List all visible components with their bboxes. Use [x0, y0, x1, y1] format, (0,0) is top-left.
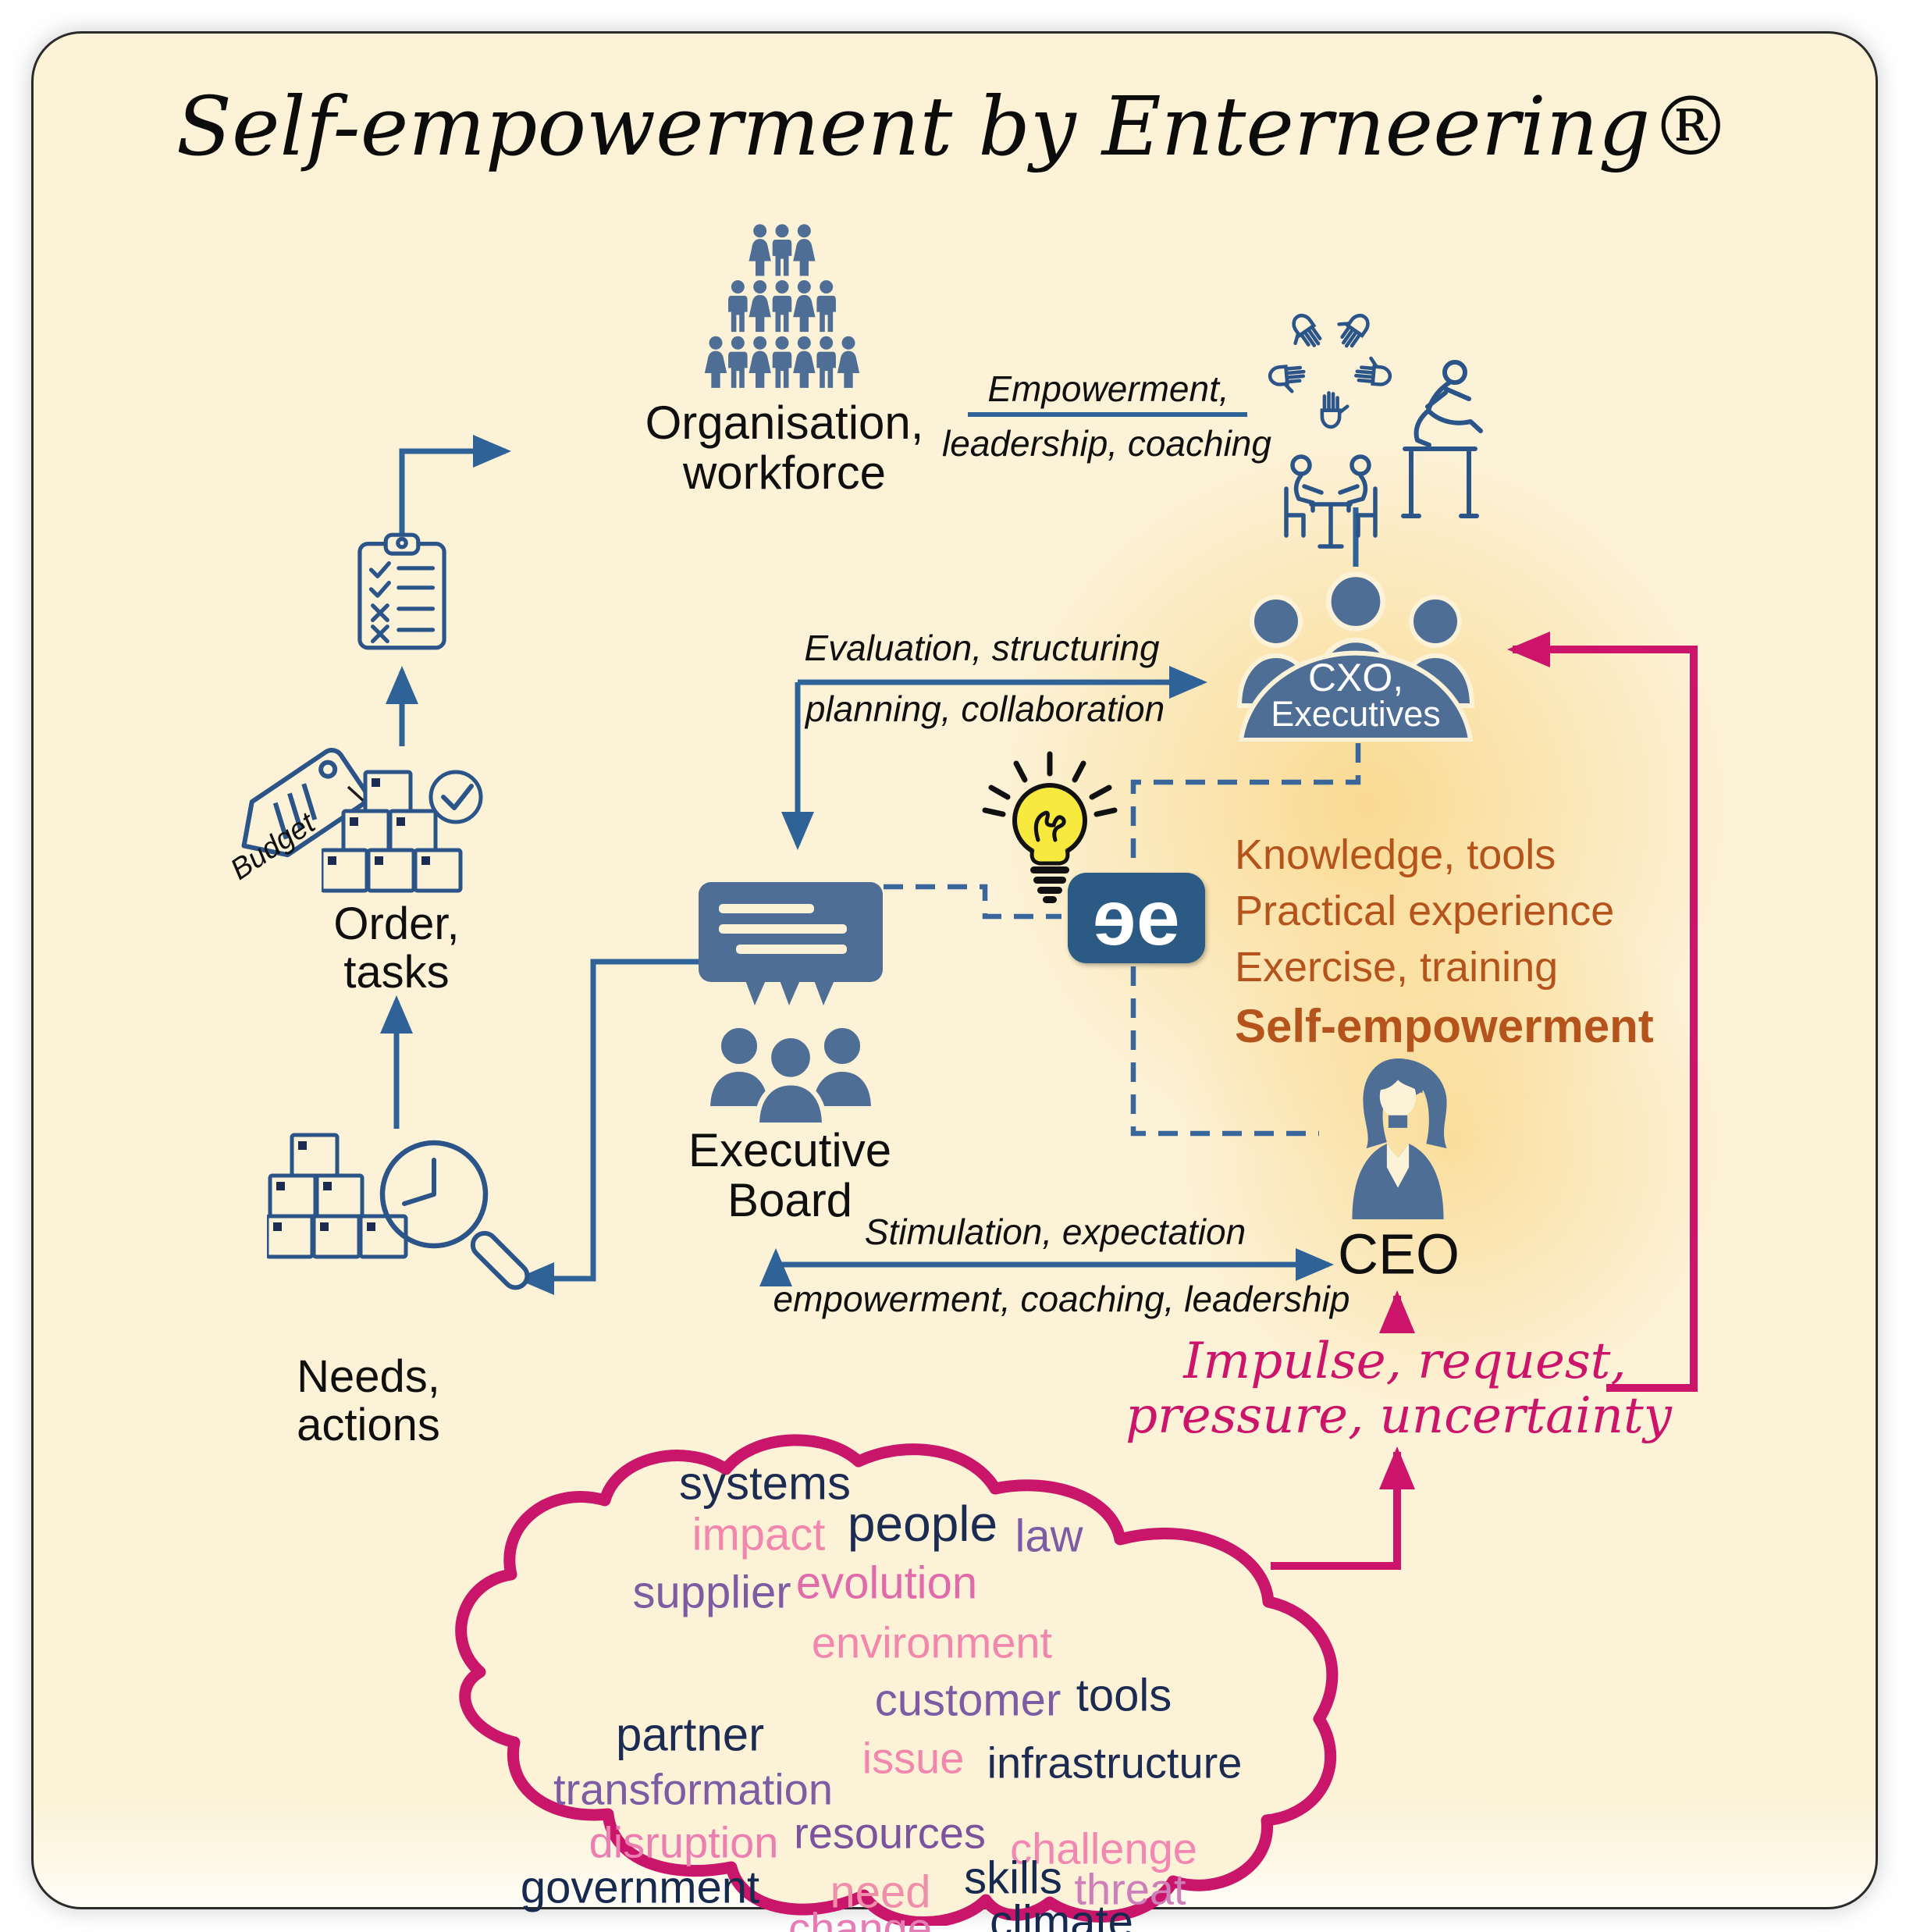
cloud-word: challenge: [1010, 1823, 1197, 1873]
pink-cloud-to-impulse: [1271, 1446, 1416, 1570]
dashed-board-to-ee: [884, 884, 1061, 920]
cloud-word: resources: [794, 1808, 986, 1858]
knowledge-line-3: Exercise, training: [1235, 944, 1559, 991]
checklist-icon: [357, 532, 446, 650]
page-title: Self-empowerment by Enterneering®: [176, 79, 1732, 174]
cloud-word: transformation: [553, 1764, 833, 1814]
lightbulb-icon: [982, 751, 1118, 903]
arrow-board-to-needs: [516, 959, 701, 1295]
cloud-word: threat: [1074, 1864, 1186, 1914]
cloud-word: impact: [692, 1509, 826, 1560]
cloud-word: infrastructure: [987, 1738, 1243, 1788]
cloud-word: tools: [1076, 1670, 1172, 1721]
organisation-label-line1: Organisation,: [645, 396, 924, 449]
coaching-table-icon: [1284, 454, 1378, 549]
organisation-label-line2: workforce: [682, 446, 887, 499]
cloud-word: evolution: [795, 1557, 978, 1609]
cloud-word: environment: [811, 1617, 1053, 1667]
cloud-word: climate: [990, 1896, 1133, 1932]
cloud-word: partner: [615, 1708, 765, 1761]
cxo-label-line2: Executives: [1271, 694, 1441, 734]
hurdler-icon: [1401, 360, 1483, 518]
pink-impulse-to-cxo: [1507, 631, 1698, 1392]
cloud-word: customer: [874, 1674, 1061, 1726]
empowerment-caption-line2: leadership, coaching: [942, 423, 1271, 464]
boxes-magnifier-icon: [267, 1129, 530, 1290]
cloud-word: skills: [964, 1852, 1062, 1904]
cloud-word: change: [788, 1903, 932, 1932]
stimulation-caption-line1: Stimulation, expectation: [864, 1212, 1246, 1252]
dashed-cxo-to-ee: [1130, 743, 1361, 870]
cloud-word: systems: [678, 1457, 852, 1510]
word-cloud-outline: [455, 1434, 1339, 1926]
ceo-woman-icon: [1352, 1059, 1447, 1219]
cloud-word: issue: [862, 1733, 965, 1783]
executive-board-label-line1: Executive: [688, 1123, 892, 1176]
cloud-word: supplier: [632, 1567, 791, 1618]
ceo-label: CEO: [1337, 1223, 1460, 1286]
order-label-line1: Order,: [333, 898, 460, 949]
knowledge-line-2: Practical experience: [1235, 888, 1615, 934]
empowerment-caption-line1: Empowerment,: [987, 368, 1229, 409]
cloud-word: disruption: [589, 1817, 779, 1867]
cxo-dome: [1238, 650, 1474, 742]
dashed-ee-to-ceo: [1130, 966, 1319, 1137]
evaluation-caption-line1: Evaluation, structuring: [804, 628, 1160, 668]
executive-board-label-line2: Board: [727, 1173, 853, 1226]
knowledge-line-1: Knowledge, tools: [1235, 831, 1556, 878]
boxes-check-icon: [322, 770, 483, 902]
arrow-checklist-to-organisation: [399, 435, 511, 540]
people-pyramid-icon: [704, 224, 860, 388]
needs-label-line1: Needs,: [297, 1350, 440, 1402]
hands-together-icon: [1266, 298, 1392, 432]
impulse-caption-line1: Impulse, request,: [1183, 1332, 1627, 1390]
needs-label-line2: actions: [297, 1399, 440, 1450]
evaluation-caption-line2: planning, collaboration: [805, 688, 1165, 729]
ee-logo-first-letter: e: [1093, 873, 1136, 962]
cloud-word: people: [847, 1496, 998, 1552]
order-label-line2: tasks: [343, 946, 450, 998]
cxo-group-icon: [1233, 562, 1478, 742]
cxo-label-line1: CXO,: [1307, 656, 1404, 699]
stimulation-caption-line2: empowerment, coaching, leadership: [773, 1279, 1350, 1319]
speech-people-icon: [699, 882, 883, 1126]
impulse-caption-line2: pressure, uncertainty: [1125, 1387, 1672, 1445]
cloud-word: government: [520, 1862, 760, 1913]
cloud-word: need: [830, 1866, 931, 1918]
cloud-word: law: [1015, 1510, 1083, 1562]
knowledge-line-4: Self-empowerment: [1235, 1000, 1654, 1052]
ee-logo-second-letter: e: [1136, 873, 1180, 962]
